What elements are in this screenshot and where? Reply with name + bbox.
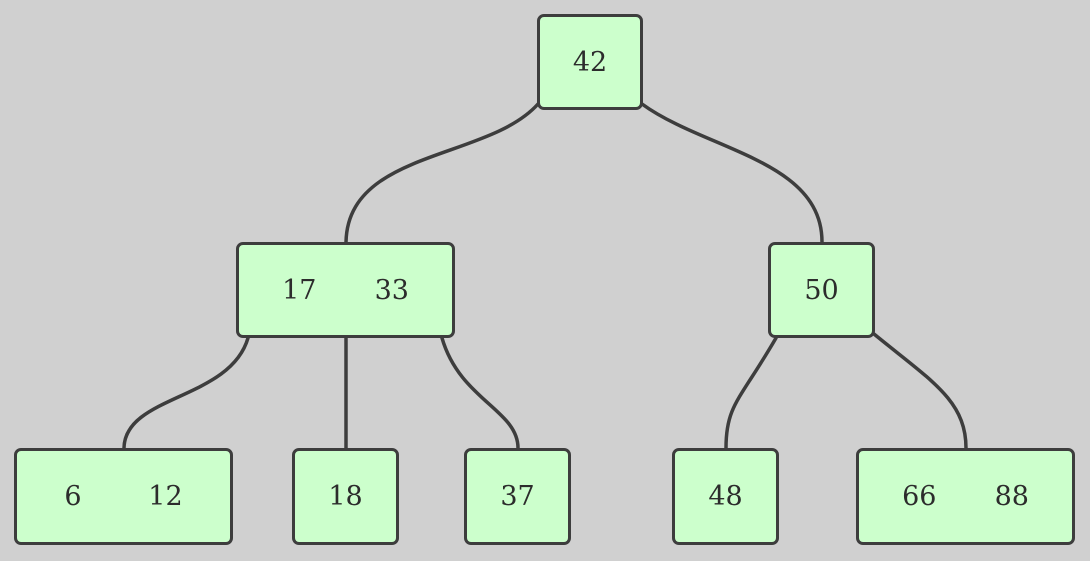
node-key: 48 bbox=[708, 481, 743, 512]
tree-node-37: 37 bbox=[464, 448, 571, 545]
node-key: 37 bbox=[500, 481, 535, 512]
node-key: 17 bbox=[282, 274, 317, 306]
tree-node-50: 50 bbox=[768, 242, 875, 338]
node-key: 33 bbox=[374, 274, 409, 306]
edge-50-to-66-88 bbox=[872, 332, 968, 450]
tree-node-18: 18 bbox=[292, 448, 399, 545]
tree-node-17-33: 17 33 bbox=[236, 242, 455, 338]
node-key: 66 bbox=[902, 481, 937, 512]
edge-50-to-48 bbox=[724, 336, 778, 450]
node-key: 12 bbox=[148, 481, 183, 512]
edge-42-to-17-33 bbox=[344, 102, 540, 244]
node-key: 18 bbox=[328, 481, 363, 512]
node-key: 50 bbox=[804, 274, 839, 306]
node-key: 42 bbox=[572, 46, 608, 78]
tree-node-48: 48 bbox=[672, 448, 779, 545]
edge-17-33-to-37 bbox=[440, 336, 520, 450]
edge-17-33-to-6-12 bbox=[122, 336, 250, 450]
tree-node-6-12: 6 12 bbox=[14, 448, 233, 545]
tree-node-42: 42 bbox=[537, 14, 643, 110]
node-key: 6 bbox=[64, 481, 82, 512]
edge-42-to-50 bbox=[640, 102, 824, 244]
node-key: 88 bbox=[994, 481, 1029, 512]
tree-node-66-88: 66 88 bbox=[856, 448, 1075, 545]
